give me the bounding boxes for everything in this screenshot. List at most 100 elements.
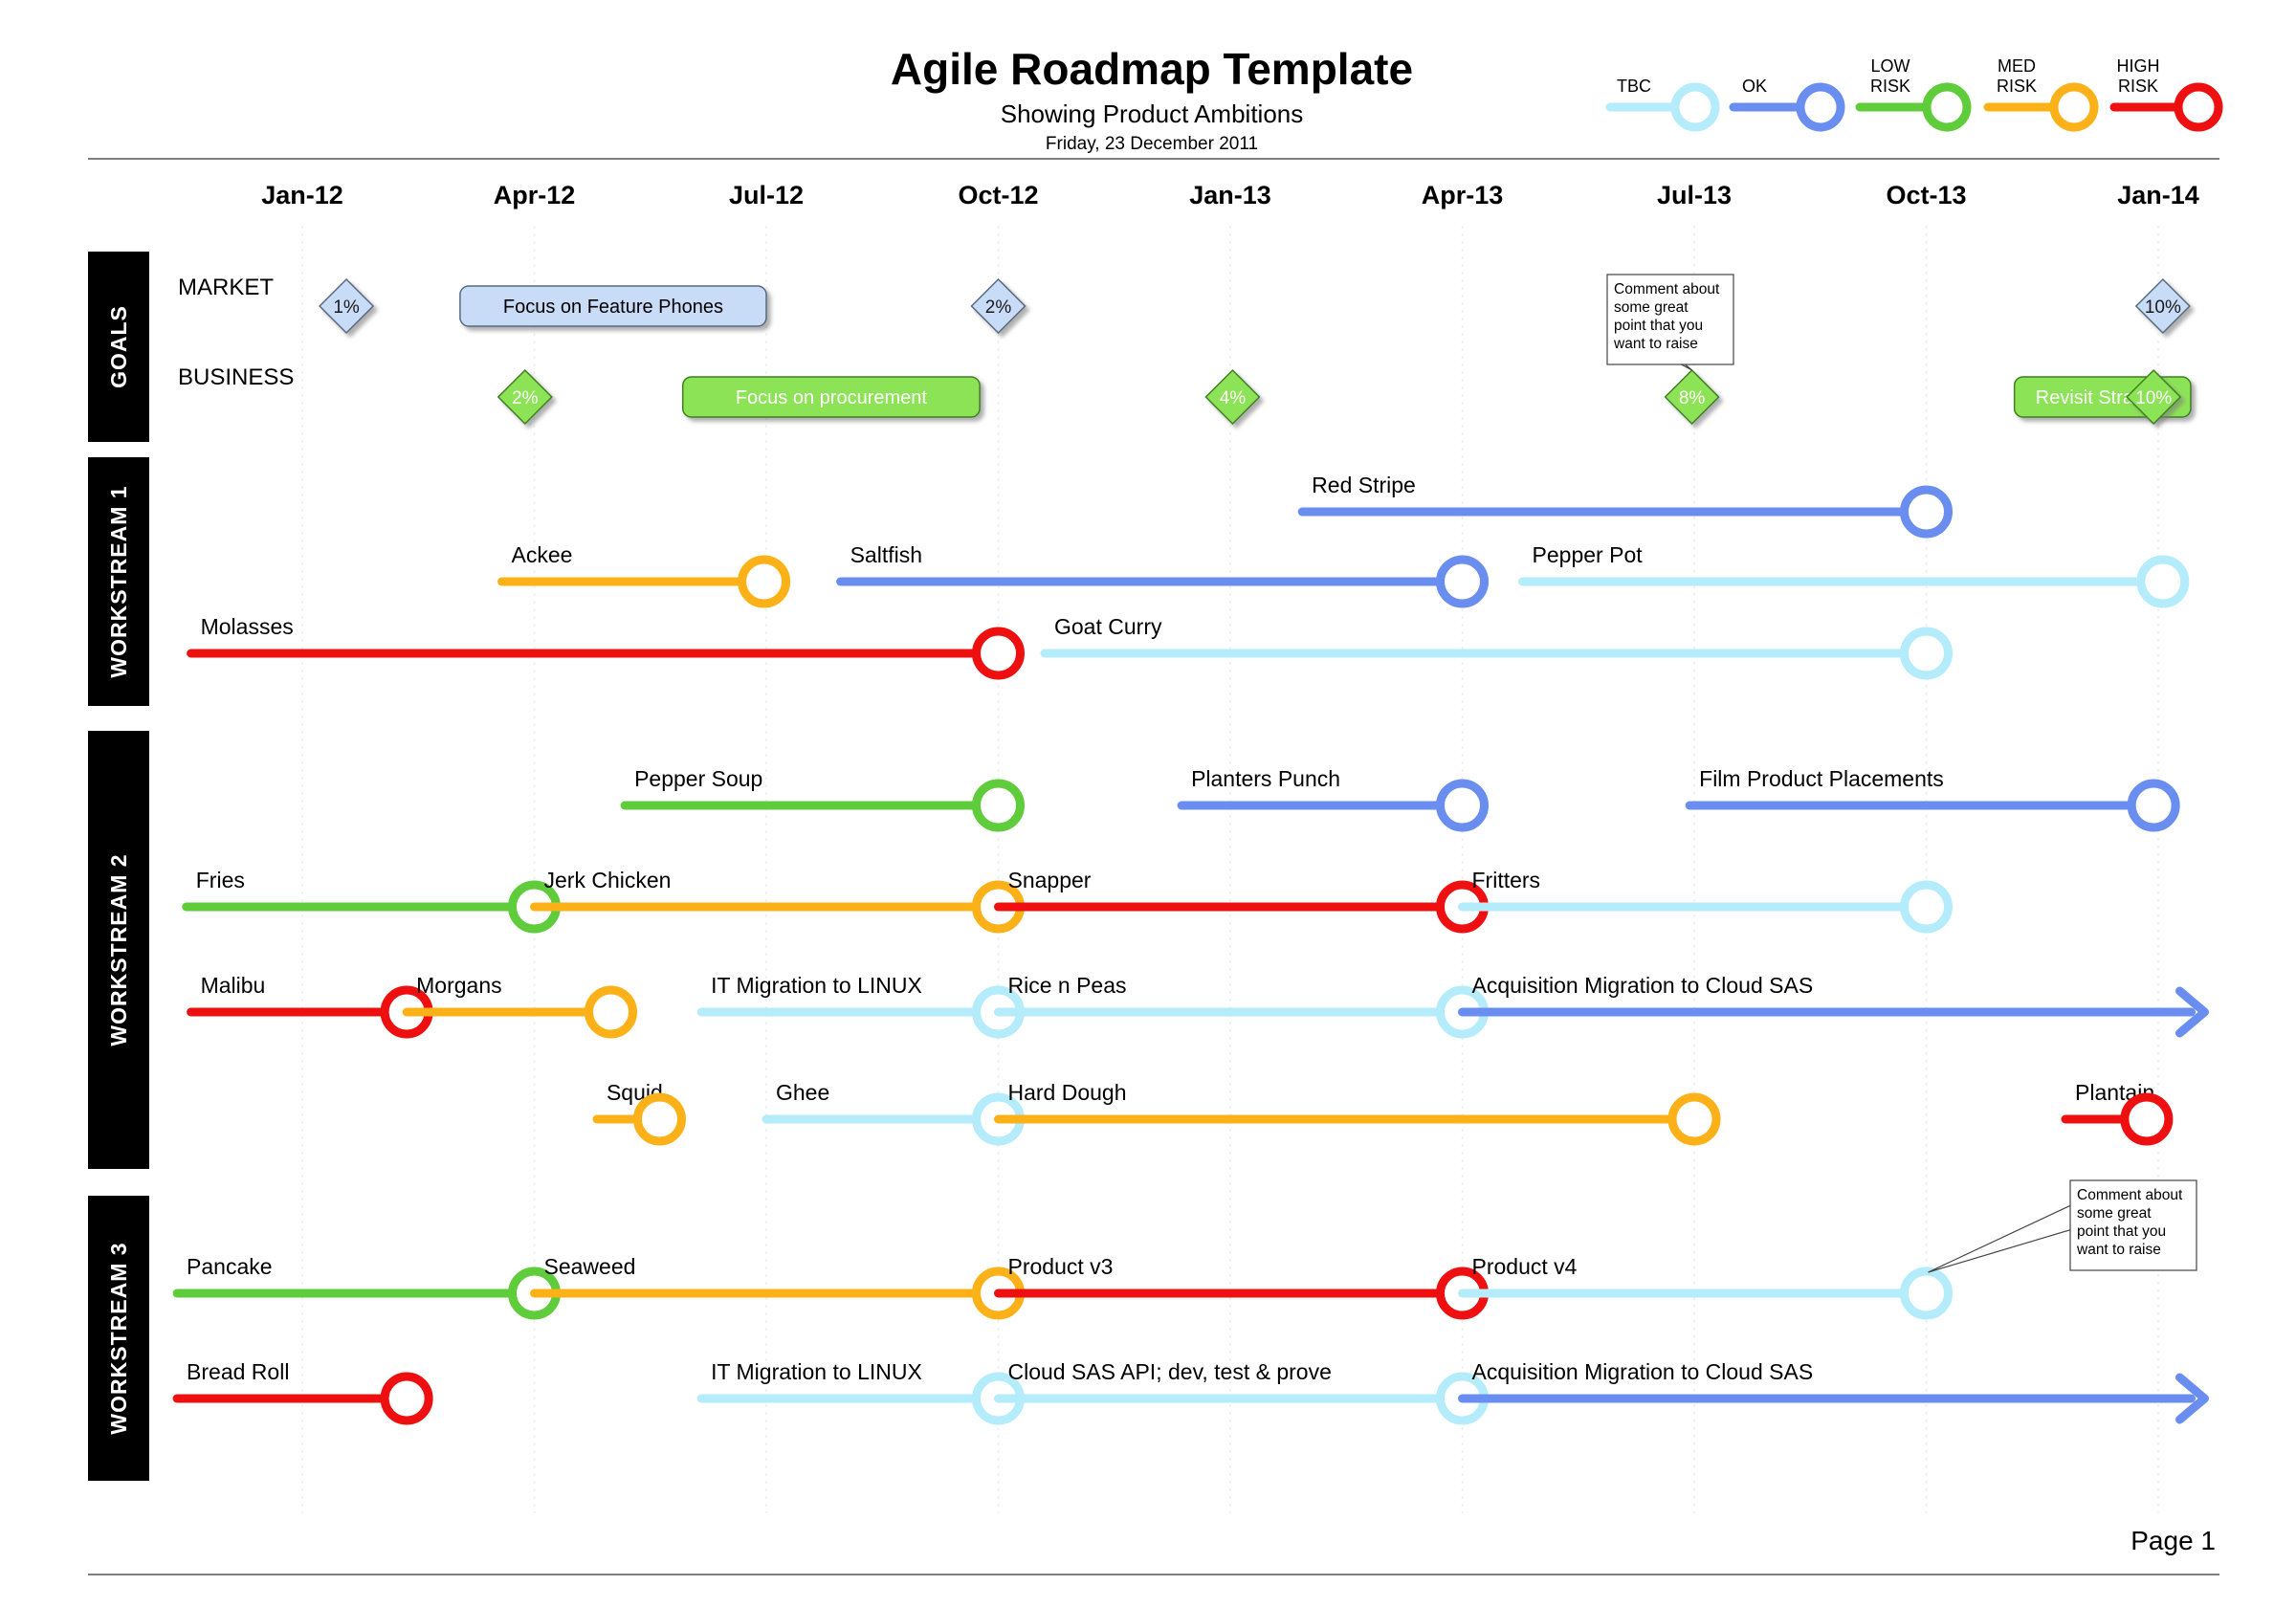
goal-milestone-label: 1% xyxy=(333,297,360,318)
track-label: Red Stripe xyxy=(1312,473,1416,497)
callout-text: point that you xyxy=(1614,318,1703,334)
track-label: Morgans xyxy=(416,973,501,998)
track-label: Acquisition Migration to Cloud SAS xyxy=(1472,973,1814,998)
page-number: Page 1 xyxy=(2130,1526,2216,1555)
track-label: Fries xyxy=(196,868,245,892)
track-end-marker xyxy=(1436,779,1489,832)
track-label: Film Product Placements xyxy=(1699,766,1944,791)
track-fritters: Fritters xyxy=(1458,868,1953,934)
goal-milestone-10: 10% xyxy=(2126,368,2182,426)
goal-milestone-10: 10% xyxy=(2134,277,2191,335)
track-planters-punch: Planters Punch xyxy=(1177,766,1489,832)
track-jerk-chicken: Jerk Chicken xyxy=(530,868,1025,934)
goal-row-label: BUSINESS xyxy=(178,364,294,390)
track-label: Acquisition Migration to Cloud SAS xyxy=(1472,1359,1814,1384)
goal-milestone-label: 2% xyxy=(512,388,539,408)
track-goat-curry: Goat Curry xyxy=(1040,614,1953,680)
track-saltfish: Saltfish xyxy=(836,542,1489,608)
track-end-marker xyxy=(585,985,638,1039)
legend-item-tbc: TBC xyxy=(1605,77,1720,132)
goal-milestone-diamond xyxy=(2134,277,2191,335)
track-end-marker xyxy=(1900,485,1953,539)
track-product-v4: Product v4 xyxy=(1458,1254,1953,1320)
track-label: Fritters xyxy=(1472,868,1541,892)
track-label: Goat Curry xyxy=(1054,614,1162,639)
track-hard-dough: Hard Dough xyxy=(994,1080,1721,1146)
axis-tick-label: Jan-13 xyxy=(1189,181,1271,209)
page-date: Friday, 23 December 2011 xyxy=(1046,134,1258,154)
goal-milestone-label: 2% xyxy=(985,297,1012,318)
track-label: Ghee xyxy=(776,1080,829,1105)
legend-label: OK xyxy=(1742,77,1767,96)
track-molasses: Molasses xyxy=(187,614,1025,680)
track-label: Cloud SAS API; dev, test & prove xyxy=(1008,1359,1332,1384)
axis-tick-label: Jul-12 xyxy=(729,181,804,209)
track-end-marker xyxy=(1900,627,1953,680)
track-cloud-sas-api-dev-test-prove: Cloud SAS API; dev, test & prove xyxy=(994,1359,1489,1425)
track-arrowhead xyxy=(2175,986,2209,1038)
callout-text: want to raise xyxy=(2076,1242,2161,1258)
callout-text: Comment about xyxy=(2077,1187,2183,1203)
track-malibu: Malibu xyxy=(187,973,433,1039)
track-label: Seaweed xyxy=(544,1254,636,1279)
track-end-marker xyxy=(380,1372,433,1425)
track-label: Molasses xyxy=(201,614,294,639)
track-label: Product v4 xyxy=(1472,1254,1578,1279)
track-label: Saltfish xyxy=(850,542,922,567)
goal-milestone-diamond xyxy=(1204,368,1261,426)
callout-box xyxy=(2069,1179,2197,1271)
axis-tick-label: Apr-13 xyxy=(1422,181,1504,209)
track-label: Rice n Peas xyxy=(1008,973,1127,998)
track-label: Bread Roll xyxy=(187,1359,289,1384)
track-morgans: Morgans xyxy=(402,973,638,1039)
goal-bar-shape xyxy=(459,285,767,327)
track-acquisition-migration-to-cloud-sas: Acquisition Migration to Cloud SAS xyxy=(1458,1359,2209,1424)
section-bar xyxy=(88,252,149,442)
track-label: Jerk Chicken xyxy=(544,868,672,892)
axis-tick-label: Oct-13 xyxy=(1886,181,1966,209)
legend-item-ok: OK xyxy=(1729,77,1845,132)
track-end-marker xyxy=(972,627,1025,680)
goal-row-label: MARKET xyxy=(178,275,274,300)
legend-marker xyxy=(1922,82,1972,132)
track-label: Pepper Soup xyxy=(634,766,762,791)
goal-bar-label: Focus on procurement xyxy=(736,387,928,408)
track-label: Ackee xyxy=(512,542,573,567)
section-label: WORKSTREAM 1 xyxy=(106,485,131,677)
track-label: Pepper Pot xyxy=(1533,542,1644,567)
track-film-product-placements: Film Product Placements xyxy=(1685,766,2180,832)
callout-notes: Comment about some great point that you wan… xyxy=(1606,274,2197,1273)
section-workstream-3: WORKSTREAM 3 xyxy=(88,1196,149,1481)
track-end-marker xyxy=(1900,880,1953,934)
section-label: GOALS xyxy=(106,305,131,388)
section-bar xyxy=(88,731,149,1169)
goal-milestone-label: 8% xyxy=(1679,388,1706,408)
section-goals: GOALS xyxy=(88,252,149,442)
callout-text: some great xyxy=(1614,299,1689,316)
legend-marker xyxy=(2174,82,2223,132)
section-bar xyxy=(88,1196,149,1481)
goal-bar-label: Focus on Feature Phones xyxy=(503,297,723,318)
track-label: IT Migration to LINUX xyxy=(711,973,922,998)
section-workstream-1: WORKSTREAM 1 xyxy=(88,457,149,706)
track-end-marker xyxy=(1436,555,1489,608)
legend-label: RISK xyxy=(1997,77,2037,96)
section-workstream-2: WORKSTREAM 2 xyxy=(88,731,149,1169)
axis-tick-label: Oct-12 xyxy=(958,181,1038,209)
goal-bar-focus-on-procurement: Focus on procurement xyxy=(681,376,981,418)
track-fries: Fries xyxy=(182,868,561,934)
track-ackee: Ackee xyxy=(497,542,791,608)
track-red-stripe: Red Stripe xyxy=(1297,473,1953,539)
page-title: Agile Roadmap Template xyxy=(891,44,1413,94)
callout-box xyxy=(1606,274,1734,365)
track-pancake: Pancake xyxy=(172,1254,561,1320)
track-snapper: Snapper xyxy=(994,868,1489,934)
